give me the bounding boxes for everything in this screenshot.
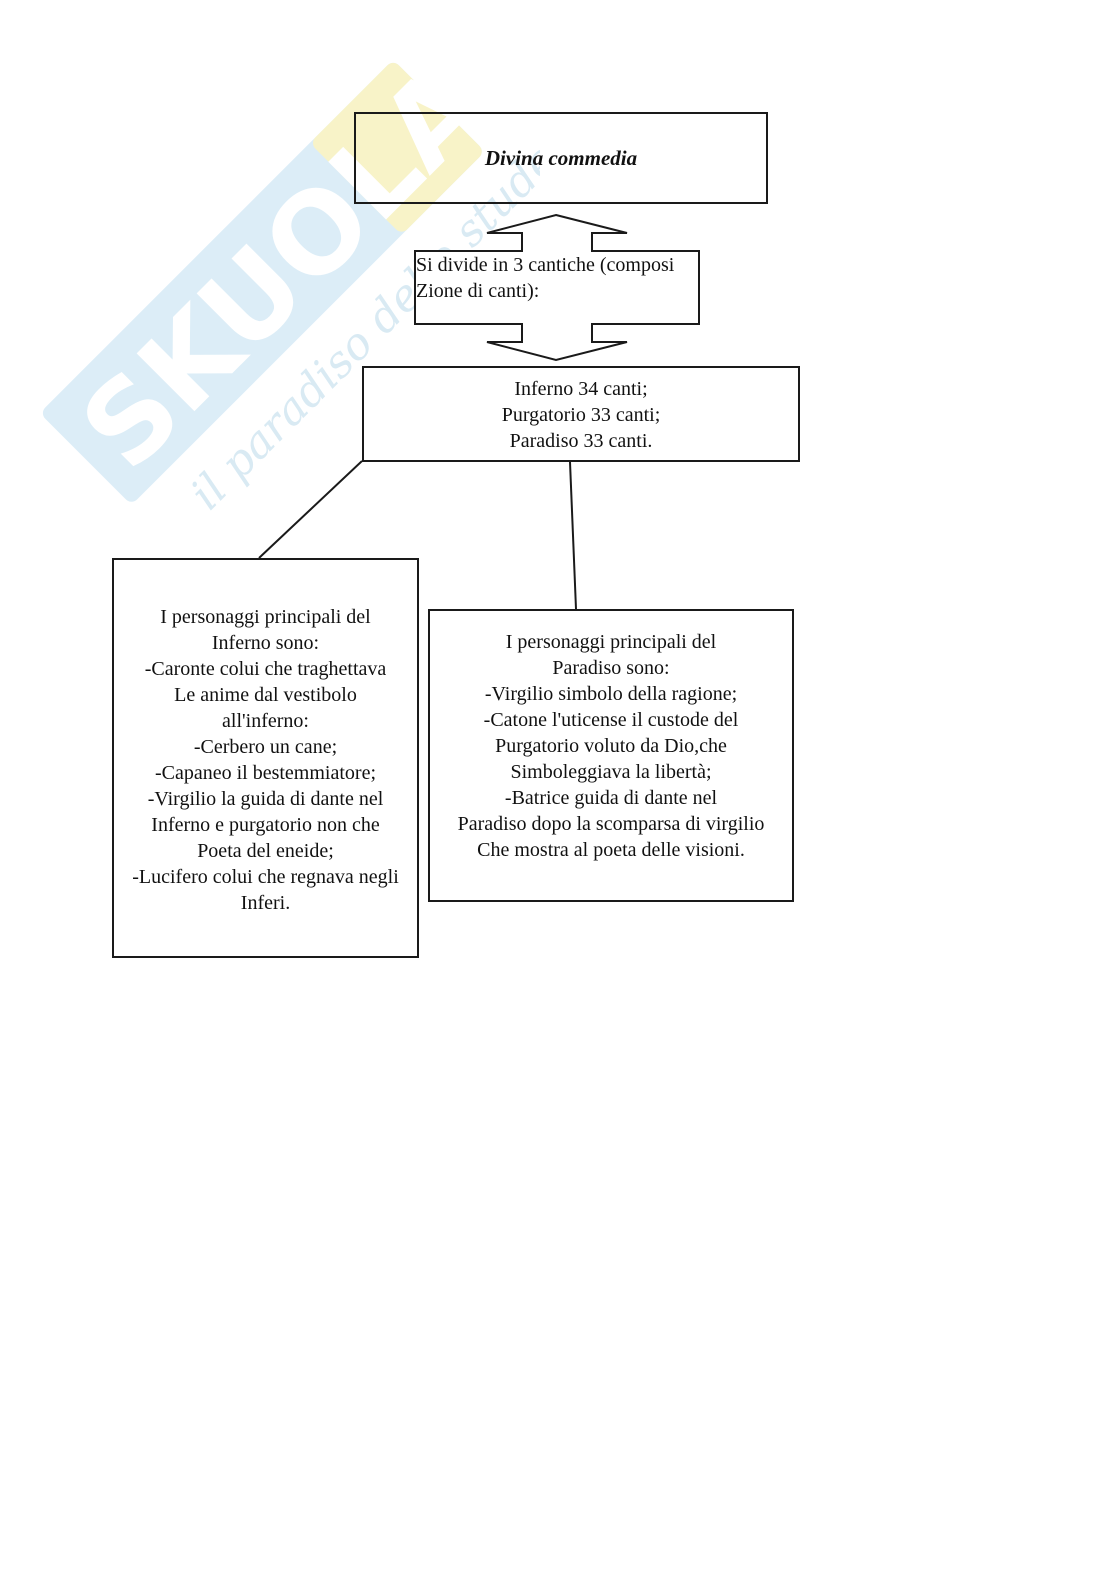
paradiso-line: Paradiso sono: [552,657,670,679]
arrow-label-line: Zione di canti): [416,280,540,302]
arrow-label-line: (composi [599,254,675,276]
inferno-line: all'inferno: [222,710,309,732]
double-arrow-label: Si divide in 3 cantiche (composi Zione d… [416,252,696,324]
cantica-line: Purgatorio 33 canti; [501,404,661,426]
inferno-line: -Capaneo il bestemmiatore; [154,762,377,784]
inferno-line: -Caronte colui che traghettava [144,658,387,680]
paradiso-line: -Virgilio simbolo della ragione; [484,683,738,705]
paradiso-line: -Catone l'uticense il custode del [483,709,739,731]
inferno-line: -Lucifero colui che regnava negli [132,866,399,888]
inferno-line: -Cerbero un cane; [193,736,338,758]
inferno-line: Inferno sono: [211,632,320,654]
paradiso-line: Che mostra al poeta delle visioni. [477,839,745,861]
paradiso-line: Paradiso dopo la scomparsa di virgilio [457,813,765,835]
diagram-title: Divina commedia [484,146,638,170]
inferno-characters-box: I personaggi principali del Inferno sono… [112,558,419,958]
inferno-line: Inferno e purgatorio non che [151,814,380,836]
paradiso-line: Simboleggiava la libertà; [510,761,712,783]
inferno-line: I personaggi principali del [160,606,371,628]
cantica-line: Inferno 34 canti; [514,378,648,400]
cantiche-box: Inferno 34 canti; Purgatorio 33 canti; P… [362,366,800,462]
inferno-line: Inferi. [240,892,291,914]
cantica-line: Paradiso 33 canti. [509,430,653,452]
inferno-line: Le anime dal vestibolo [174,684,357,706]
inferno-line: Poeta del eneide; [197,840,334,862]
inferno-line: -Virgilio la guida di dante nel [147,788,384,810]
paradiso-line: Purgatorio voluto da Dio,che [495,735,727,757]
connector-line-inferno [258,460,363,559]
title-box: Divina commedia [354,112,768,204]
connector-line-paradiso [569,461,577,610]
paradiso-characters-box: I personaggi principali del Paradiso son… [428,609,794,902]
arrow-label-line: Si divide in 3 cantiche [416,254,595,276]
paradiso-line: I personaggi principali del [505,631,717,653]
paradiso-line: -Batrice guida di dante nel [504,787,718,809]
